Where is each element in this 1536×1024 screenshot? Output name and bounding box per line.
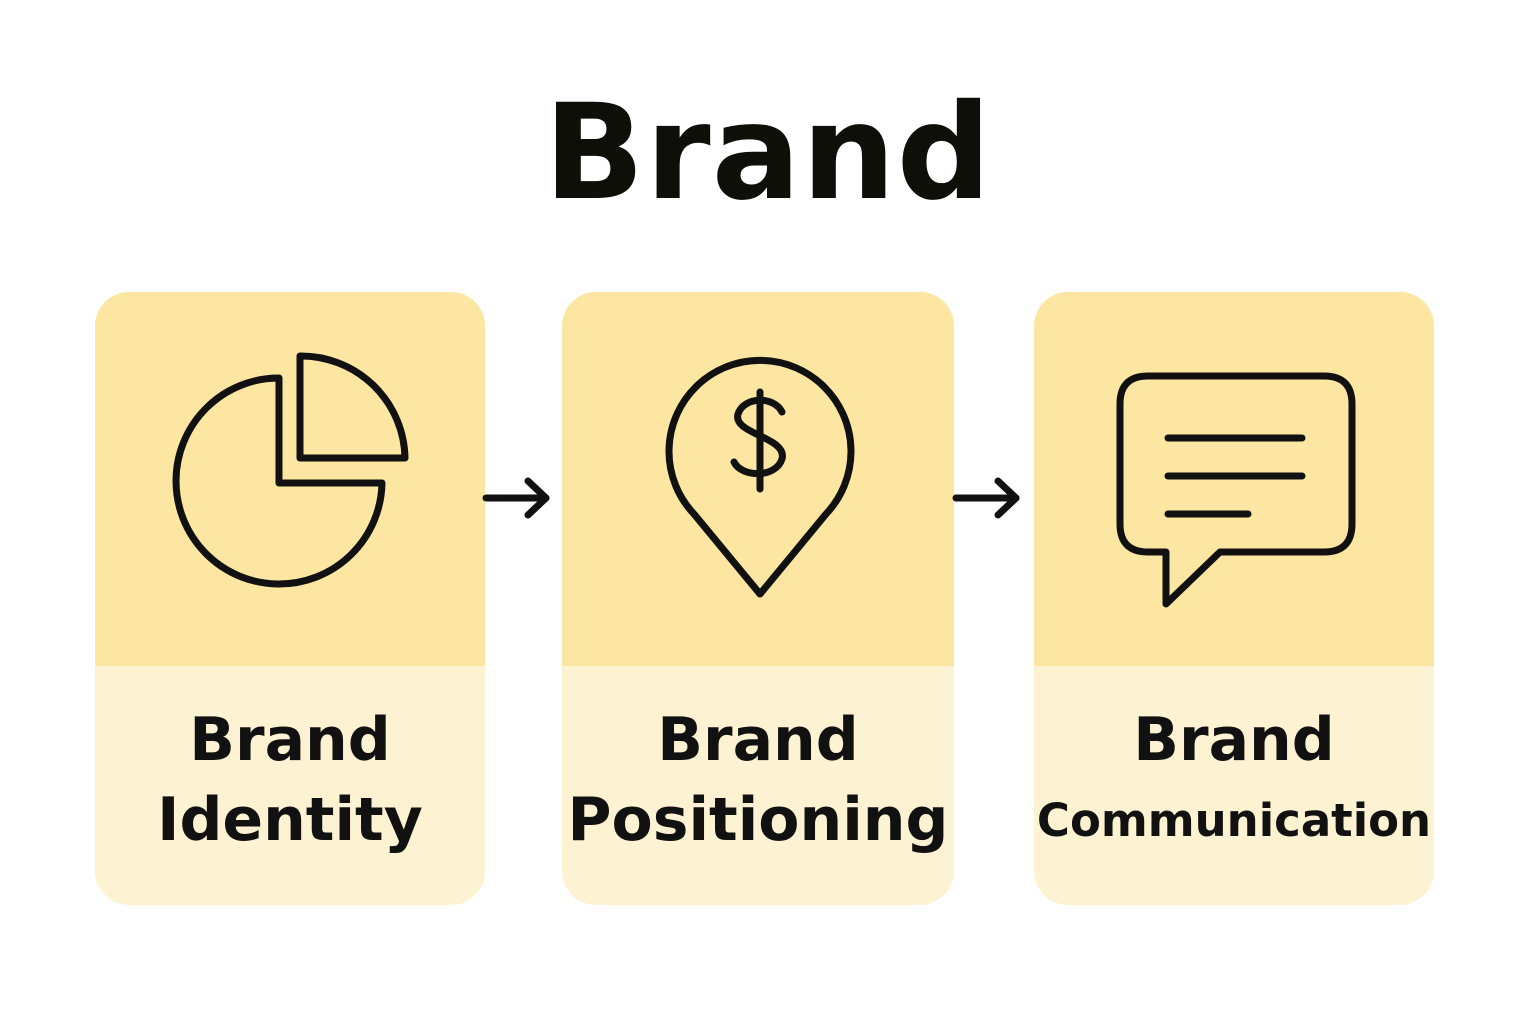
step-label-line1: Brand bbox=[1133, 705, 1335, 775]
step-label-line2: Identity bbox=[157, 785, 423, 855]
speech-bubble-icon bbox=[1034, 292, 1434, 666]
step-label-line1: Brand bbox=[657, 705, 859, 775]
step-card-communication: Brand Communication bbox=[1034, 292, 1434, 905]
diagram-title: Brand bbox=[543, 76, 993, 230]
arrow-right-icon bbox=[482, 477, 550, 519]
arrow-right-icon bbox=[952, 477, 1020, 519]
step-card-positioning: Brand Positioning bbox=[562, 292, 954, 905]
pie-chart-icon bbox=[95, 292, 485, 666]
card-icon-area bbox=[95, 292, 485, 666]
step-label-line2: Communication bbox=[1036, 794, 1432, 847]
step-card-identity: Brand Identity bbox=[95, 292, 485, 905]
step-label-line1: Brand bbox=[189, 705, 391, 775]
location-dollar-pin-icon bbox=[562, 292, 954, 666]
step-label-line2: Positioning bbox=[567, 785, 949, 855]
